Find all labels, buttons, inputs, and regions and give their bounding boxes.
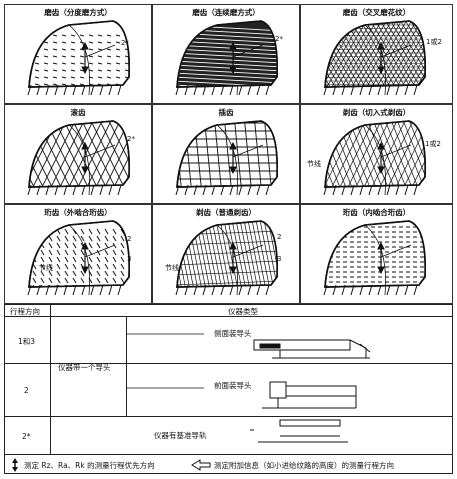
panel-title: 磨齿（分度磨方式）: [44, 8, 112, 17]
panel-title: 滚齿: [70, 108, 86, 117]
gear-tooth-drawing: [175, 220, 278, 296]
direction-arrow-icon: [81, 41, 116, 75]
gear-panel: 滚齿 2*: [4, 104, 152, 204]
panel-label: 2: [277, 233, 282, 241]
direction-arrow-icon: [377, 241, 412, 275]
gear-panel: 磨齿（连续磨方式） 2*: [152, 4, 300, 104]
panel-label: 3: [127, 255, 132, 263]
rail-sketch: [250, 419, 348, 443]
instrument-sketches: [126, 333, 371, 443]
row1-direction: 1和3: [18, 337, 36, 346]
front-guide-sketch: [262, 381, 357, 409]
gear-tooth-drawing: [27, 220, 130, 296]
gear-tooth-drawing: [323, 220, 426, 296]
gear-panel: 磨齿（交叉磨花纹） 1或2: [300, 4, 453, 104]
panel-label: 节线: [39, 264, 53, 272]
solid-arrow-icon: [12, 458, 18, 472]
direction-arrow-icon: [377, 141, 412, 175]
reference-rail-label: 仪器有基准导轨: [154, 431, 207, 440]
direction-arrow-icon: [377, 41, 412, 75]
legend-solid-text: 测定 Rz、Ra、Rk 的测量行程优先方向: [24, 461, 155, 470]
panel-title: 剃齿（切入式剃齿）: [342, 108, 411, 117]
row3-direction: 2*: [22, 432, 31, 441]
panel-label: 2*: [127, 135, 135, 143]
gear-tooth-drawing: [27, 20, 130, 96]
header-instrument-type: 仪器类型: [228, 307, 258, 316]
gear-tooth-drawing: [323, 120, 426, 196]
gear-panel: 剃齿（切入式剃齿） 1或2 节线: [300, 104, 453, 204]
direction-arrow-icon: [229, 241, 264, 275]
direction-arrow-icon: [81, 241, 116, 275]
legend-hollow-text: 测定附加信息（如小进给纹路的高度）的测量行程方向: [214, 461, 394, 470]
front-guide-label: 前面装导头: [214, 381, 252, 390]
hollow-arrow-icon: [191, 459, 211, 471]
panel-title: 插齿: [218, 108, 234, 117]
direction-arrow-icon: [229, 141, 264, 175]
gear-panel: 剃齿（普通剃齿） 节线 2 3: [152, 204, 300, 304]
gear-panel: 珩齿（内啮合珩齿）: [300, 204, 453, 304]
header-direction: 行程方向: [10, 307, 40, 316]
gear-tooth-drawing: [175, 20, 278, 96]
legend-bar: 测定 Rz、Ra、Rk 的测量行程优先方向 测定附加信息（如小进给纹路的高度）的…: [4, 454, 453, 474]
panel-title: 磨齿（连续磨方式）: [192, 8, 260, 17]
gear-tooth-drawing: [175, 120, 278, 196]
panel-title: 剃齿（普通剃齿）: [196, 208, 256, 217]
panel-label: 2: [127, 235, 132, 243]
panel-label: 2*: [121, 39, 129, 47]
panel-label: 2*: [275, 35, 283, 43]
gear-panel: 珩齿（外啮合珩齿） 2 3 节线: [4, 204, 152, 304]
row2-direction: 2: [24, 386, 29, 395]
gear-tooth-drawing: [27, 120, 130, 196]
panel-label: 1或2: [425, 140, 441, 148]
direction-arrow-icon: [81, 141, 116, 175]
gear-tooth-drawing: [323, 20, 426, 96]
gear-panel: 磨齿（分度磨方式） 2*: [4, 4, 152, 104]
gear-panel: 插齿: [152, 104, 300, 204]
panel-title: 磨齿（交叉磨花纹）: [342, 8, 411, 17]
panel-label: 3: [277, 255, 282, 263]
instrument-table: 行程方向 仪器类型 1和3 2 2* 仪器带一个导头 侧面装导头 前面装导头 仪…: [4, 304, 453, 454]
panel-title: 珩齿（外啮合珩齿）: [44, 208, 112, 217]
side-guide-label: 侧面装导头: [214, 329, 252, 338]
panel-title: 珩齿（内啮合珩齿）: [342, 208, 411, 217]
side-guide-sketch: [253, 339, 371, 359]
group-one-guide: 仪器带一个导头: [58, 363, 111, 372]
panel-label: 1或2: [426, 38, 442, 46]
panel-label: 节线: [307, 160, 321, 168]
panel-label: 节线: [165, 264, 179, 272]
direction-arrow-icon: [229, 41, 264, 75]
